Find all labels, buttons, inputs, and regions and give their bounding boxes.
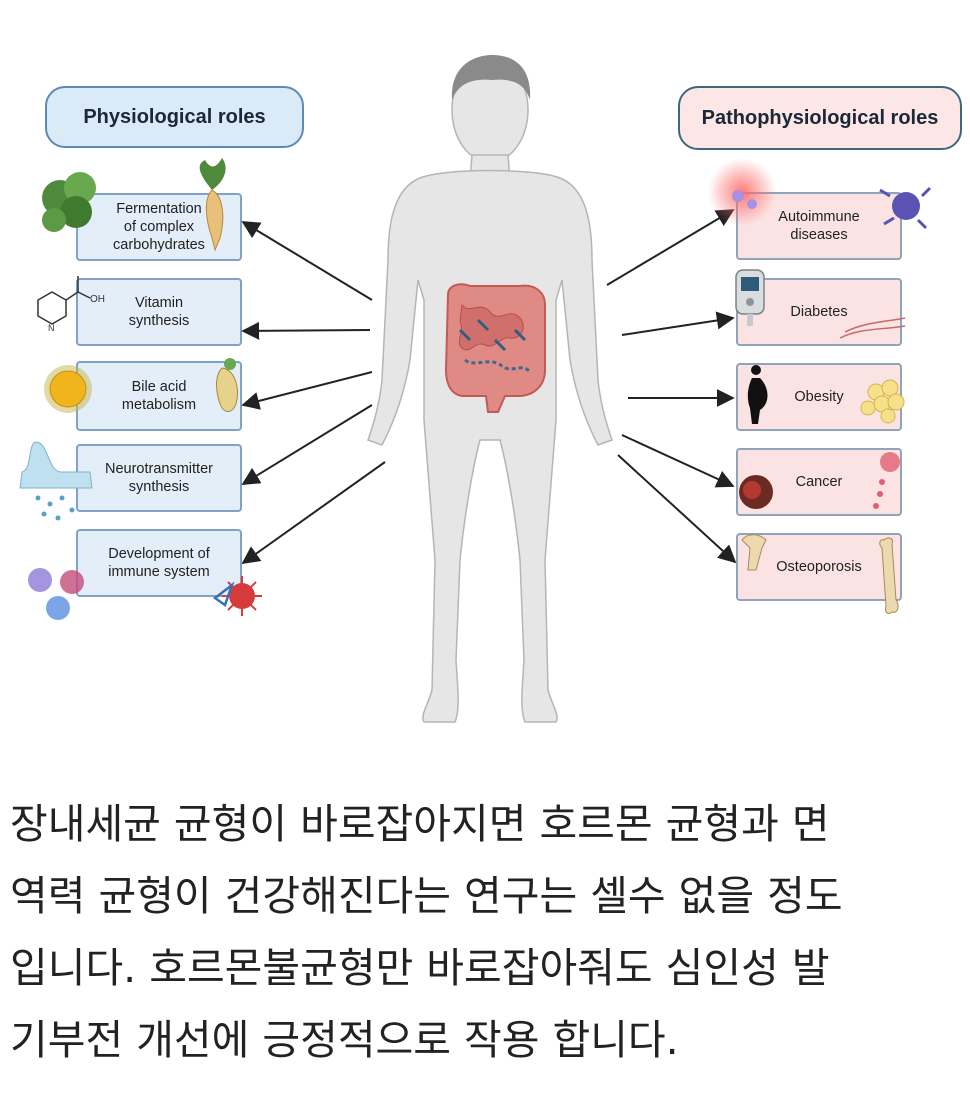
pyridine-icon: OH N [37,276,105,333]
physiological-roles-heading: Physiological roles [45,86,304,148]
bone-icon [741,534,899,615]
arrow-osteoporosis [617,454,737,564]
role-box-bile-acid: Bile acid metabolism [76,361,242,431]
vessel-icon [839,317,906,339]
sun-icon [44,365,92,413]
tumor-icon [739,475,773,509]
role-box-vitamin-synthesis: Vitamin synthesis [76,278,242,346]
arrow-immune [241,461,386,565]
caption-text: 장내세균 균형이 바로잡아지면 호르몬 균형과 면 역력 균형이 건강해진다는 … [10,788,960,1076]
caption-line: 기부전 개선에 긍정적으로 작용 합니다. [10,1016,679,1064]
pregnant-silhouette-icon [747,365,768,424]
human-body-figure [367,57,613,723]
arrow-fermentation [241,221,373,301]
arrow-autoimmune [606,209,735,286]
intestine-icon [444,283,546,413]
virus-icon [212,576,262,616]
chem-label-oh: OH [90,294,105,305]
arrow-neurotransmitter [241,404,373,485]
gut-microbiome-diagram: Physiological roles Pathophysiological r… [19,55,962,723]
role-box-fermentation: Fermentation of complex carbohydrates [76,193,242,261]
fat-cells-icon [860,379,905,424]
pathophysiological-roles-heading: Pathophysiological roles [678,86,962,150]
arrow-vitamin [241,321,371,340]
glucometer-icon [735,269,765,326]
inflammation-icon [708,158,776,226]
lettuce-icon [42,172,96,232]
caption-line: 장내세균 균형이 바로잡아지면 호르몬 균형과 면 [10,800,830,848]
immune-cells-icon [28,568,84,620]
caption-line: 역력 균형이 건강해진다는 연구는 셀수 없을 정도 [10,872,843,920]
arrow-diabetes [621,311,735,336]
role-box-immune-development: Development of immune system [76,529,242,597]
beet-icon [199,158,226,252]
arrow-bile-acid [241,371,373,410]
chem-label-n: N [48,323,55,333]
root-icon [216,358,238,412]
arrow-cancer [621,434,735,488]
role-box-neurotransmitter: Neurotransmitter synthesis [76,444,242,512]
immune-cell-icon [879,186,932,230]
diagram-graphics: OH N [19,55,932,723]
hair [451,55,531,100]
metastasis-icon [873,452,900,509]
caption-line: 입니다. 호르몬불균형만 바로잡아줘도 심인성 발 [10,944,830,992]
synapse-icon [19,441,93,521]
